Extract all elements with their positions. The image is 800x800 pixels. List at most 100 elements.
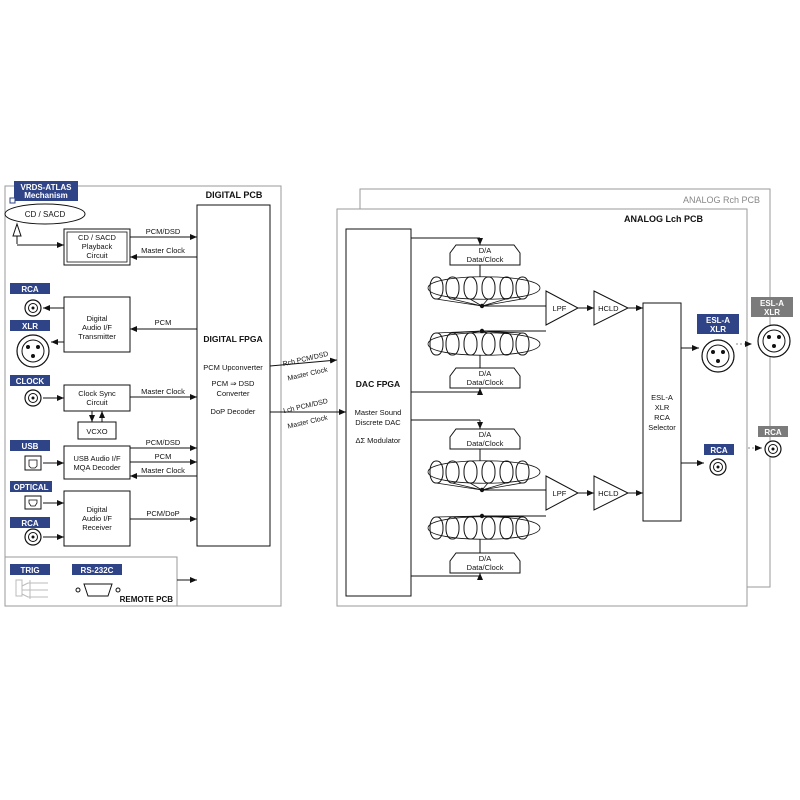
rca-input-badge: [10, 517, 50, 528]
disc-feed-arrowhead: [12, 222, 22, 237]
optical-port-inner-icon: [28, 499, 38, 507]
dac-element-line: [451, 298, 483, 307]
digital-fpga-line3: Converter: [217, 389, 250, 398]
vcxo-box: [77, 421, 117, 440]
rca-badge-label: RCA: [21, 285, 39, 294]
xlr-output-connector-inner-icon: [706, 344, 730, 368]
xlr-pin-icon: [36, 345, 40, 349]
xlr-pin-icon: [767, 335, 771, 339]
mechanism-corner-marker: [9, 197, 16, 204]
selector-label-3: RCA: [654, 413, 670, 422]
rca-input-badge-label: RCA: [21, 519, 39, 528]
digital-fpga-line2: PCM ⇒ DSD: [212, 379, 256, 388]
pcm-out-label: PCM: [155, 318, 172, 327]
dac-element-line: [435, 482, 483, 491]
cd-playback-label-1: CD / SACD: [78, 233, 117, 242]
digital-fpga-title: DIGITAL FPGA: [203, 334, 262, 344]
cd-playback-box-outer: [63, 228, 131, 266]
dac-element: [515, 276, 530, 300]
usb-box-label-2: MQA Decoder: [73, 463, 121, 472]
selector-label-4: Selector: [648, 423, 676, 432]
gray-rca-badge-label: RCA: [764, 428, 782, 437]
rca-input-jack-ring-icon: [28, 303, 38, 313]
da-clock-box: [449, 428, 521, 450]
da-clock-label-2: Data/Clock: [467, 563, 504, 572]
dac-element: [445, 460, 460, 484]
xlr-output-badge-label: XLR: [710, 325, 726, 334]
esl-a-xlr-badge: [697, 314, 739, 334]
rch-pcm-dsd-label: Rch PCM/DSD: [282, 351, 329, 368]
rca-output-badge-label: RCA: [710, 446, 728, 455]
dac-element: [515, 460, 530, 484]
dac-element-line: [451, 330, 483, 334]
dac-element-line: [469, 298, 483, 307]
selector-label-2: XLR: [655, 403, 670, 412]
mechanism-title: VRDS-ATLAS: [21, 183, 73, 192]
cd-playback-label-3: Circuit: [86, 251, 108, 260]
dac-fpga-line2: Discrete DAC: [355, 418, 401, 427]
dac-element: [481, 516, 496, 540]
analog-lch-pcb-label: ANALOG Lch PCB: [624, 214, 704, 224]
digital-fpga-line1: PCM Upconverter: [203, 363, 263, 372]
dac-array-outline: [427, 332, 541, 356]
dac-element: [481, 332, 496, 356]
dac-element: [515, 516, 530, 540]
xlr-badge-label: XLR: [22, 322, 38, 331]
dac-element-line: [481, 482, 507, 491]
gray-rca-jack-pin-icon: [771, 447, 775, 451]
usb-box: [63, 445, 131, 480]
clock-badge: [10, 375, 50, 386]
gray-rca-jack-ring-icon: [768, 444, 778, 454]
trig-connector-icon: [15, 579, 48, 599]
gray-rca-badge: [758, 426, 788, 437]
analog-rch-pcb-label: ANALOG Rch PCB: [683, 195, 760, 205]
lpf-amplifier-label: LPF: [553, 489, 567, 498]
dac-element: [499, 332, 514, 356]
optical-badge: [10, 481, 52, 492]
dac-element: [445, 332, 460, 356]
xlr-pin-icon: [772, 344, 776, 348]
usb-badge-label: USB: [22, 442, 39, 451]
selector-box: [642, 302, 682, 522]
dac-element-line: [469, 482, 483, 491]
clock-sync-label-2: Circuit: [86, 398, 108, 407]
lpf-amplifier: [545, 290, 580, 326]
transmitter-label-2: Audio I/F: [82, 323, 112, 332]
mechanism-badge: [14, 181, 78, 201]
da-clock-label-2: Data/Clock: [467, 378, 504, 387]
clock-sync-box: [63, 384, 131, 412]
dac-element-line: [481, 298, 523, 307]
dac-element: [515, 332, 530, 356]
da-clock-box: [449, 244, 521, 266]
usb-box-label-1: USB Audio I/F: [73, 454, 121, 463]
pcm-dop-label: PCM/DoP: [146, 509, 179, 518]
hcld-amplifier: [593, 475, 630, 511]
clock-input-jack-ring-icon: [28, 393, 38, 403]
dac-fpga-line3: ΔΣ Modulator: [355, 436, 401, 445]
rs232c-port-icon: [83, 583, 113, 597]
xlr-pin-icon: [716, 359, 720, 363]
digital-fpga-line4: DoP Decoder: [211, 407, 256, 416]
hcld-amplifier: [593, 290, 630, 326]
xlr-pin-icon: [721, 350, 725, 354]
digital-fpga-box: [196, 204, 271, 547]
dac-array-outline: [427, 516, 541, 540]
pcm-dsd-top-label: PCM/DSD: [146, 227, 181, 236]
dac-element: [499, 276, 514, 300]
lpf-amplifier: [545, 475, 580, 511]
master-clock-sync-label: Master Clock: [141, 387, 185, 396]
clock-sync-label-1: Clock Sync: [78, 389, 116, 398]
xlr-badge: [10, 320, 50, 331]
da-clock-label-1: D/A: [479, 246, 492, 255]
dac-element: [463, 276, 478, 300]
dac-element-line: [481, 482, 523, 491]
dac-element: [499, 516, 514, 540]
lch-master-clock-label: Master Clock: [287, 414, 329, 430]
rs232c-screw-icon: [75, 587, 81, 593]
mechanism-subtitle: Mechanism: [24, 191, 68, 200]
da-clock-box: [449, 367, 521, 389]
da-clock-label-1: D/A: [479, 369, 492, 378]
disc-label: CD / SACD: [25, 210, 66, 219]
cd-playback-label-2: Playback: [82, 242, 113, 251]
da-clock-label-2: Data/Clock: [467, 255, 504, 264]
